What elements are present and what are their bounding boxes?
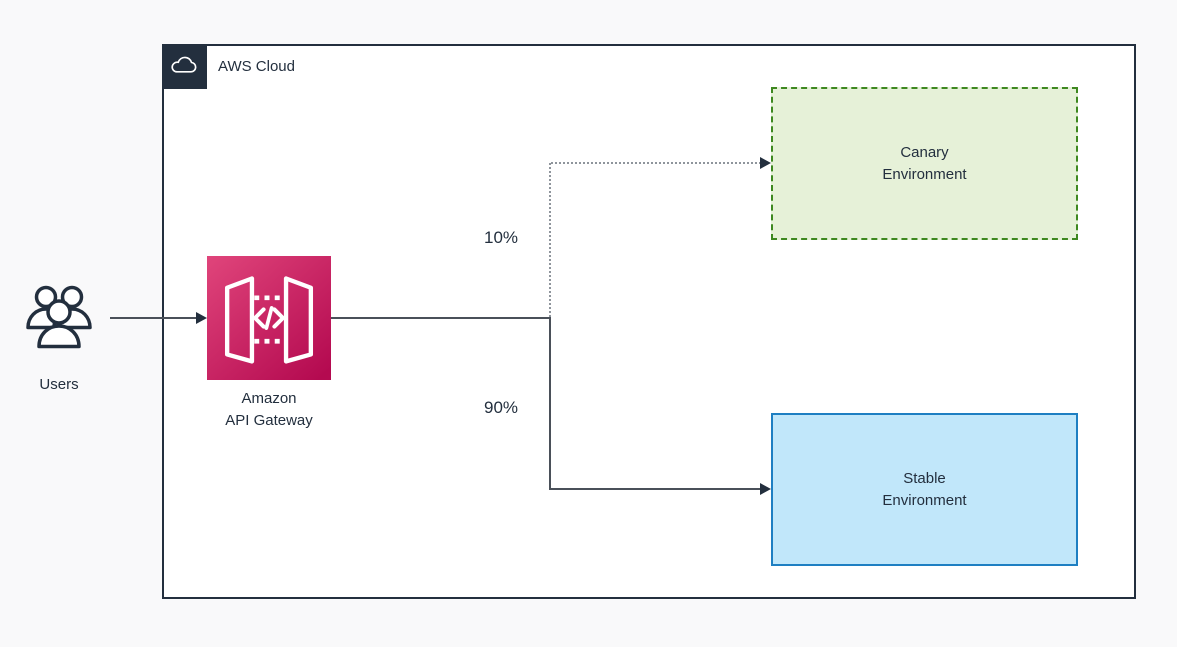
canary-traffic-label: 10% — [483, 228, 519, 247]
canary-environment-box: Canary Environment — [771, 87, 1078, 240]
aws-cloud-label: AWS Cloud — [218, 58, 295, 75]
stable-branch-horizontal-line — [549, 488, 761, 490]
stable-branch-vertical-line — [549, 319, 551, 489]
stable-environment-box: Stable Environment — [771, 413, 1078, 566]
users-icon — [26, 285, 92, 349]
api-gateway-label: Amazon API Gateway — [197, 388, 341, 432]
canary-arrowhead — [760, 157, 771, 169]
api-gateway-label-line2: API Gateway — [225, 412, 313, 429]
gateway-to-junction-line — [331, 317, 551, 319]
canary-branch-horizontal-line — [551, 162, 761, 164]
canary-branch-vertical-line — [549, 163, 551, 317]
users-label: Users — [39, 376, 79, 393]
api-gateway-icon — [207, 256, 331, 380]
aws-cloud-icon — [162, 44, 207, 89]
canary-label-line2: Environment — [882, 165, 967, 183]
stable-label-line1: Stable — [903, 469, 946, 487]
stable-traffic-label: 90% — [483, 398, 519, 417]
users-to-gateway-line — [110, 317, 197, 319]
users-to-gateway-arrowhead — [196, 312, 207, 324]
canary-label-line1: Canary — [900, 143, 949, 161]
api-gateway-label-line1: Amazon — [241, 390, 297, 407]
stable-label-line2: Environment — [882, 491, 967, 509]
stable-arrowhead — [760, 483, 771, 495]
